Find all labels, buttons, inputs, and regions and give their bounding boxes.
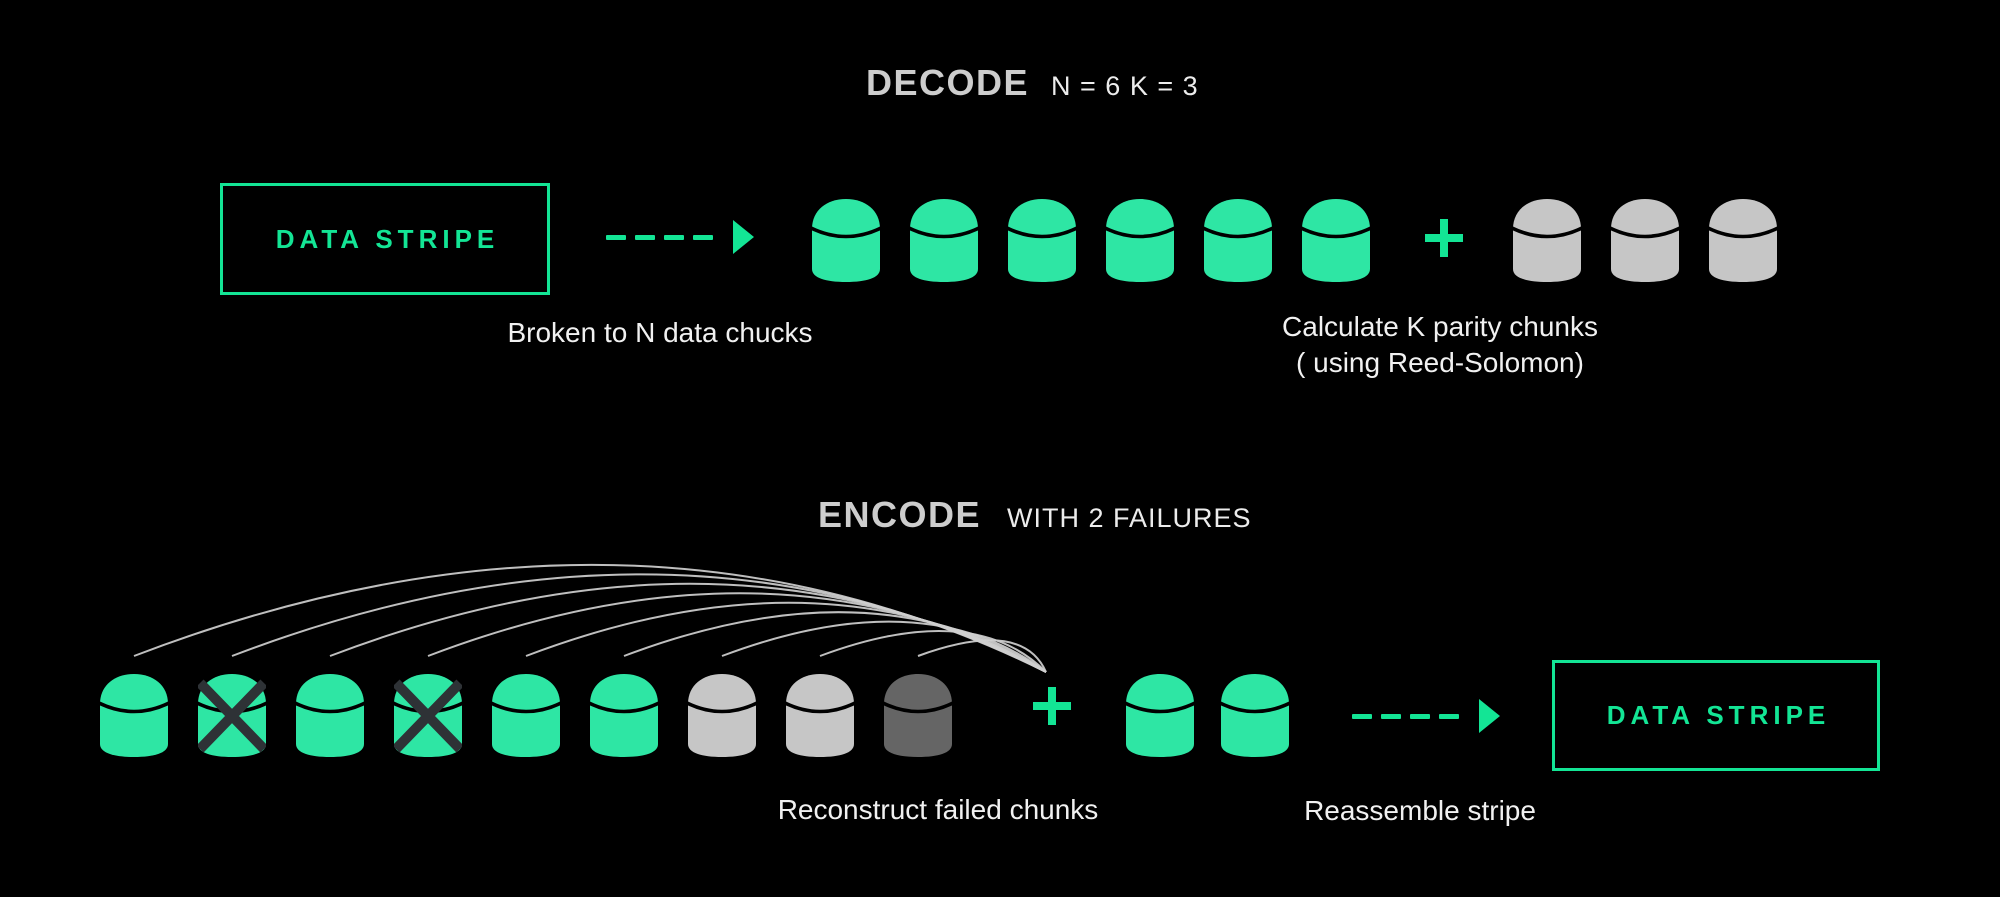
data-chunks-row <box>812 198 1370 282</box>
unused-chunk-icon <box>884 674 952 757</box>
plus-icon <box>1033 687 1071 725</box>
decode-section-title: DECODE N = 6 K = 3 <box>866 62 1199 104</box>
dashed-arrow-icon <box>606 217 754 257</box>
parity-caption-line1: Calculate K parity chunks <box>1282 311 1598 342</box>
arrow-head-icon <box>1479 699 1500 733</box>
data-chunk-icon <box>1126 674 1194 757</box>
parity-caption: Calculate K parity chunks ( using Reed-S… <box>1240 309 1640 382</box>
data-chunk-icon <box>1106 199 1174 282</box>
parity-chunks-row <box>1513 198 1777 282</box>
data-stripe-source-box: DATA STRIPE <box>220 183 550 295</box>
dashed-arrow-icon <box>1352 696 1500 736</box>
failed-chunk-icon <box>198 674 266 757</box>
data-chunk-icon <box>100 674 168 757</box>
arrow-dash <box>635 234 655 240</box>
arrow-dash <box>1381 713 1401 719</box>
data-chunk-icon <box>1302 199 1370 282</box>
data-chunk-icon <box>590 674 658 757</box>
parity-chunk-icon <box>1513 199 1581 282</box>
decode-title-text: DECODE <box>866 62 1030 103</box>
reconstruct-caption: Reconstruct failed chunks <box>777 794 1099 825</box>
data-chunk-icon <box>1221 674 1289 757</box>
arrow-dash <box>606 234 626 240</box>
failed-chunk-icon <box>394 674 462 757</box>
parity-chunk-icon <box>1709 199 1777 282</box>
encode-title-text: ENCODE <box>818 494 982 535</box>
encode-params-text: WITH 2 FAILURES <box>1007 503 1252 533</box>
parity-chunk-icon <box>786 674 854 757</box>
encode-chunks-row <box>100 673 952 757</box>
data-stripe-label: DATA STRIPE <box>1606 700 1831 730</box>
broken-chunks-caption: Broken to N data chucks <box>507 317 813 348</box>
parity-chunk-icon <box>688 674 756 757</box>
arrow-dash <box>1352 713 1372 719</box>
plus-icon <box>1425 219 1463 257</box>
parity-caption-line2: ( using Reed-Solomon) <box>1296 347 1584 379</box>
data-chunk-icon <box>910 199 978 282</box>
arrow-dash <box>664 234 684 240</box>
arrow-dash <box>693 234 713 240</box>
arrow-dash <box>1439 713 1459 719</box>
data-chunk-icon <box>492 674 560 757</box>
arrow-dash <box>1410 713 1430 719</box>
parity-chunk-icon <box>1611 199 1679 282</box>
data-chunk-icon <box>812 199 880 282</box>
data-chunk-icon <box>1008 199 1076 282</box>
encode-section-title: ENCODE WITH 2 FAILURES <box>818 494 1252 536</box>
data-stripe-result-box: DATA STRIPE <box>1552 660 1880 771</box>
data-chunk-icon <box>296 674 364 757</box>
recovered-chunks-row <box>1126 673 1289 757</box>
reassemble-caption: Reassemble stripe <box>1304 795 1536 826</box>
data-stripe-label: DATA STRIPE <box>275 223 500 254</box>
data-chunk-icon <box>1204 199 1272 282</box>
decode-params-text: N = 6 K = 3 <box>1051 71 1199 101</box>
arrow-head-icon <box>733 220 754 254</box>
